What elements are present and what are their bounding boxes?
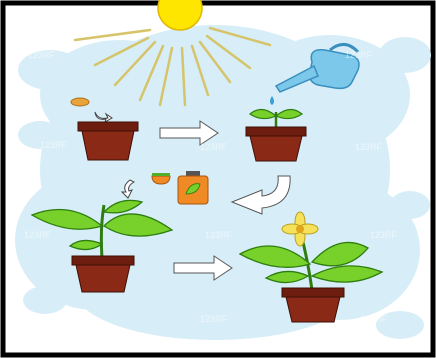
fertilizer-scoop-icon <box>152 173 170 184</box>
seed-icon <box>71 98 89 106</box>
watermark-text: 123RF <box>370 230 398 240</box>
watermark-text: 123RF <box>24 230 52 240</box>
watermark-text: 123RF <box>40 140 68 150</box>
pot-flowering-stage <box>282 288 344 322</box>
pot-young-stage <box>72 256 134 292</box>
pot-seed-stage <box>78 122 138 160</box>
watermark-text: 123RF <box>355 142 383 152</box>
watermark-text: 123RF <box>200 314 228 324</box>
watermark-text: 123RF <box>28 50 56 60</box>
watermark-text: 123RF <box>345 50 373 60</box>
fertilizer-icon <box>178 171 208 204</box>
pot-sprout-stage <box>246 127 306 161</box>
watermark-text: 123RF <box>205 230 233 240</box>
watermark-text: 123RF <box>30 317 58 327</box>
watermark-text: 123RF <box>200 142 228 152</box>
watermark-text: 123RF <box>360 314 388 324</box>
